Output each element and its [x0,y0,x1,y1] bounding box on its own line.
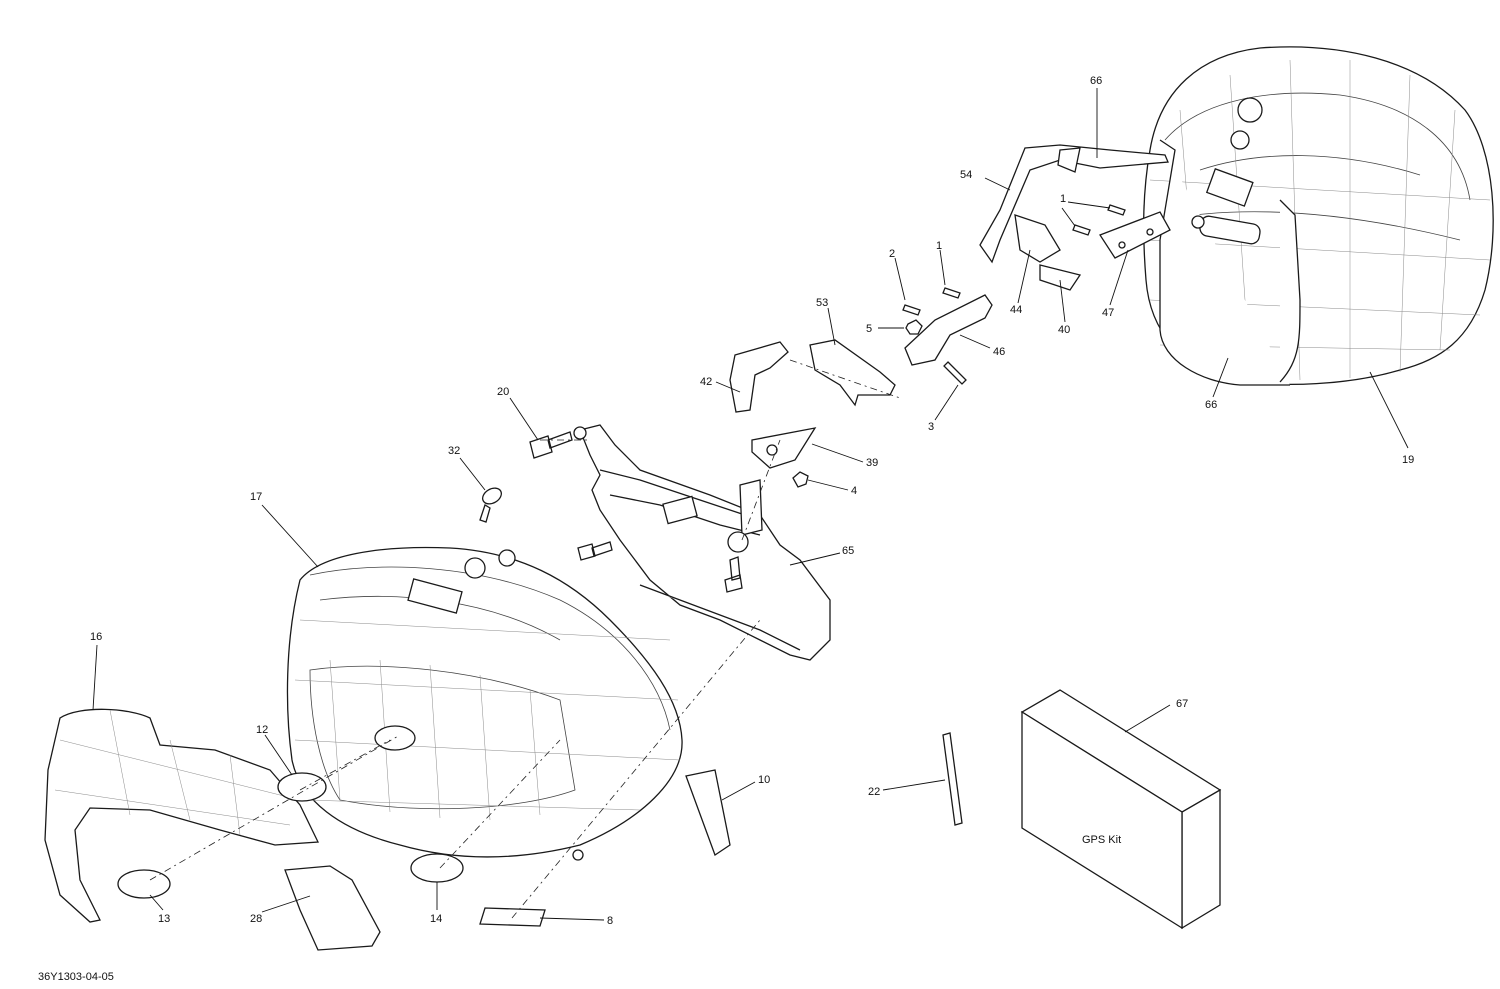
bolts-group-1 [902,204,1126,335]
callout-66-top: 66 [1090,75,1102,87]
bolt-3 [943,361,967,385]
callout-66-bottom: 66 [1205,399,1217,411]
key-32 [479,487,502,523]
callout-2: 2 [889,248,895,260]
callout-28: 28 [250,913,262,925]
right-saddlebag [1143,46,1494,386]
sticker-12 [277,772,327,802]
callout-numbers: 66 54 1 1 2 5 53 46 44 40 47 66 19 42 3 … [90,75,1414,927]
callout-16: 16 [90,631,102,643]
callout-53: 53 [816,297,828,309]
bracket-39 [751,427,817,469]
pin-22 [942,732,963,826]
sticker-13 [117,869,171,899]
callout-4: 4 [851,485,857,497]
left-saddlebag [286,546,683,861]
trim-cover-16 [44,708,320,923]
callout-17: 17 [250,491,262,503]
leader-lines [92,88,1409,921]
callout-12: 12 [256,724,268,736]
callout-1-a: 1 [1060,193,1066,205]
callout-32: 32 [448,445,460,457]
callout-65: 65 [842,545,854,557]
callout-14: 14 [430,913,442,925]
gps-kit-box: GPS Kit [1020,689,1222,930]
sticker-14 [410,853,464,883]
nut-4 [792,471,809,488]
callout-8: 8 [607,915,613,927]
bolt-frame-1 [577,541,613,561]
callout-44: 44 [1010,304,1022,316]
callout-20: 20 [497,386,509,398]
upper-mount-bracket [979,144,1171,291]
callout-5: 5 [866,323,872,335]
bracket-42 [729,341,789,413]
callout-39: 39 [866,457,878,469]
callout-47: 47 [1102,307,1114,319]
trim-mesh-16 [54,709,301,836]
reflector-28 [284,865,381,951]
bracket-46 [904,294,993,366]
bolt-20 [529,431,573,459]
bolt-frame-2 [724,556,743,593]
bracket-53 [809,339,896,407]
callout-46: 46 [993,346,1005,358]
callout-67: 67 [1176,698,1188,710]
reflector-10 [685,769,731,856]
diagram-reference-code: 36Y1303-04-05 [38,971,114,983]
callout-54: 54 [960,169,972,181]
left-mount-frame [573,424,831,661]
callout-3: 3 [928,421,934,433]
callout-22: 22 [868,786,880,798]
callout-42: 42 [700,376,712,388]
callout-1-b: 1 [936,240,942,252]
gps-kit-label: GPS Kit [1082,834,1121,846]
callout-13: 13 [158,913,170,925]
callout-19: 19 [1402,454,1414,466]
callout-10: 10 [758,774,770,786]
callout-40: 40 [1058,324,1070,336]
